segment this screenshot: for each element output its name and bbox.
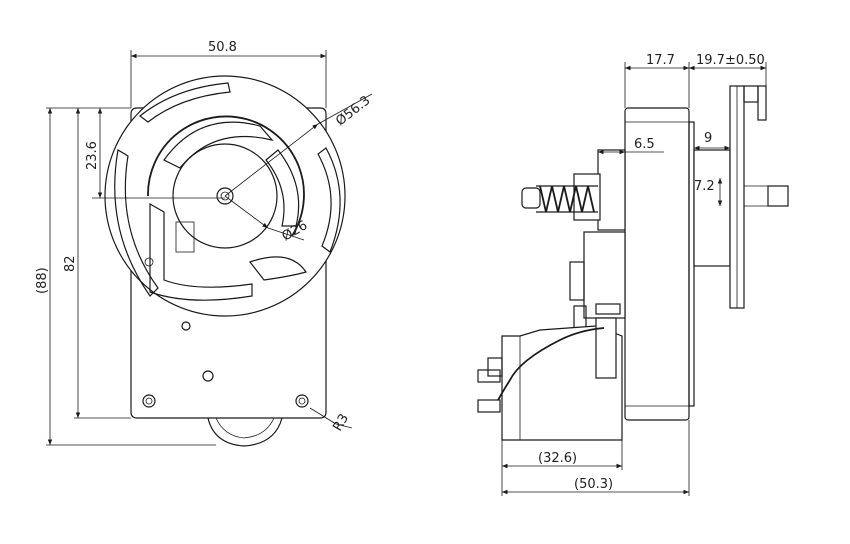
mount-hole-right	[295, 394, 309, 408]
spring-coil	[539, 185, 595, 213]
switch-depth-label: (32.6)	[538, 451, 577, 466]
wire	[495, 327, 605, 405]
spring-hub	[597, 149, 626, 231]
shaft-dia-label: 7.2	[694, 179, 715, 194]
width-label: 50.8	[208, 40, 237, 55]
rim-segment-top	[139, 82, 231, 123]
overall-depth-label: (50.3)	[574, 477, 613, 492]
cam-spoke-ring	[147, 115, 305, 237]
switch-bracket	[583, 231, 626, 319]
plate-hole-1	[181, 321, 191, 331]
side-view: 17.7 19.7±0.50 6.5 9 7.2 (32.6) (50.3)	[477, 53, 789, 496]
overall-height-label: (88)	[35, 267, 50, 294]
output-shaft	[767, 185, 789, 207]
plate-hole-2	[202, 370, 214, 382]
cam-depth-label: 19.7±0.50	[696, 53, 765, 68]
shaft-offset-label: 6.5	[634, 137, 655, 152]
mount-hole-left	[142, 394, 156, 408]
diameter-outer-label: Ø56.3	[333, 93, 373, 129]
corner-radius-label: R3	[330, 412, 352, 434]
motor-body	[624, 107, 690, 421]
terminal-bottom	[477, 399, 501, 413]
body-depth-label: 17.7	[646, 53, 675, 68]
cam-plate	[693, 149, 731, 267]
hub-offset-label: 23.6	[85, 141, 100, 170]
cam-gap-label: 9	[704, 131, 712, 146]
spring-plunger	[521, 187, 541, 209]
rim-segment-left	[114, 149, 159, 297]
switch-actuator	[595, 317, 617, 379]
front-view: 50.8 Ø56.3 Ø26 23.6 82 (88) R3	[35, 40, 373, 447]
height-label: 82	[63, 255, 78, 272]
rim-segment-right	[317, 147, 341, 253]
bottom-pulley	[207, 417, 283, 447]
